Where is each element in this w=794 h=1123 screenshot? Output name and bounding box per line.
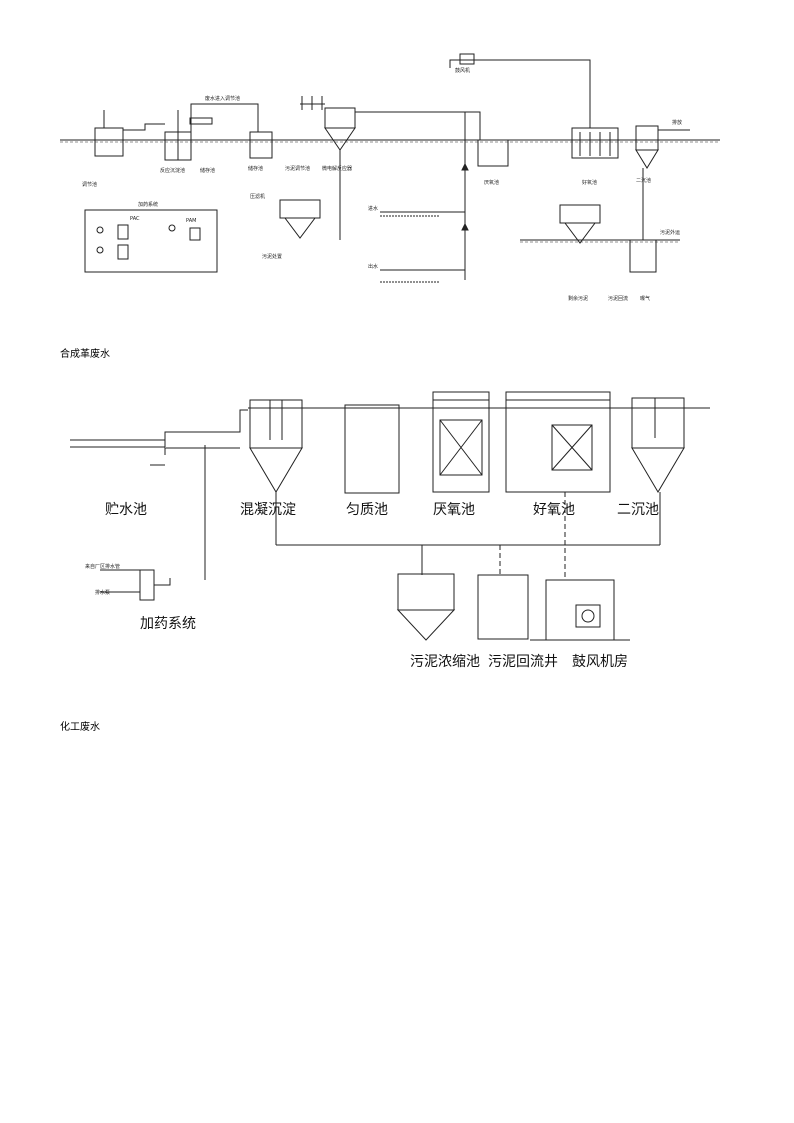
label-storage-tank: 贮水池 (105, 502, 147, 518)
figure-chemical-wastewater: 贮水池 混凝沉淀 匀质池 厌氧池 好氧池 二沉池 加药系统 污泥浓缩池 污泥回流… (0, 380, 794, 670)
label-f1-l01: 调节池 (82, 181, 97, 188)
label-f1-l18: 剩余污泥 (568, 295, 588, 302)
label-f1-l19: 污泥回流 (608, 295, 628, 302)
label-f1-l08: 厌氧池 (484, 179, 499, 186)
label-sludge-return-well: 污泥回流井 (488, 654, 558, 670)
label-f1-l15: PAC (130, 216, 140, 222)
label-anaerobic-tank: 厌氧池 (433, 502, 475, 518)
label-f1-l03: 废水进入调节池 (205, 95, 240, 102)
label-secondary-clarifier: 二沉池 (617, 502, 659, 518)
label-f1-l02: 反应沉淀池 (160, 167, 185, 174)
label-f1-l17: 鼓风机 (455, 67, 470, 74)
label-coagulation-settling: 混凝沉淀 (240, 502, 296, 518)
label-f1-l11: 排放 (672, 119, 682, 126)
label-f1-l20: 曝气 (640, 295, 650, 302)
label-plant-drain: 来自厂区排水管 (85, 563, 120, 570)
label-f1-l21: 进水 (368, 205, 378, 212)
caption-figure2: 化工废水 (60, 722, 100, 733)
label-equalization-tank: 匀质池 (346, 502, 388, 518)
label-f1-l23: 污泥外运 (660, 229, 680, 236)
label-f1-l04: 储存池 (200, 167, 215, 174)
label-f1-l22: 出水 (368, 263, 378, 270)
label-f1-l13: 污泥处置 (262, 253, 282, 260)
label-sludge-thickener: 污泥浓缩池 (410, 654, 480, 670)
label-f1-l14: 加药系统 (138, 201, 158, 208)
caption-figure1: 合成革废水 (60, 349, 110, 360)
label-blower-room: 鼓风机房 (572, 654, 628, 670)
label-f1-l10: 二沉池 (636, 177, 651, 184)
label-aerobic-tank: 好氧池 (533, 502, 575, 518)
label-f1-l07: 微电解反应器 (322, 165, 352, 172)
label-f1-l09: 好氧池 (582, 179, 597, 186)
label-f1-l05: 储存池 (248, 165, 263, 172)
label-f1-l06: 污泥调节池 (285, 165, 310, 172)
label-f1-l12: 压滤机 (250, 193, 265, 200)
figure-synthetic-leather-wastewater: 调节池 反应沉淀池 废水进入调节池 储存池 储存池 污泥调节池 微电解反应器 厌… (0, 0, 794, 302)
label-drain-pump: 排水泵 (95, 589, 110, 596)
label-dosing-system: 加药系统 (140, 616, 196, 632)
label-f1-l16: PAM (186, 218, 196, 224)
